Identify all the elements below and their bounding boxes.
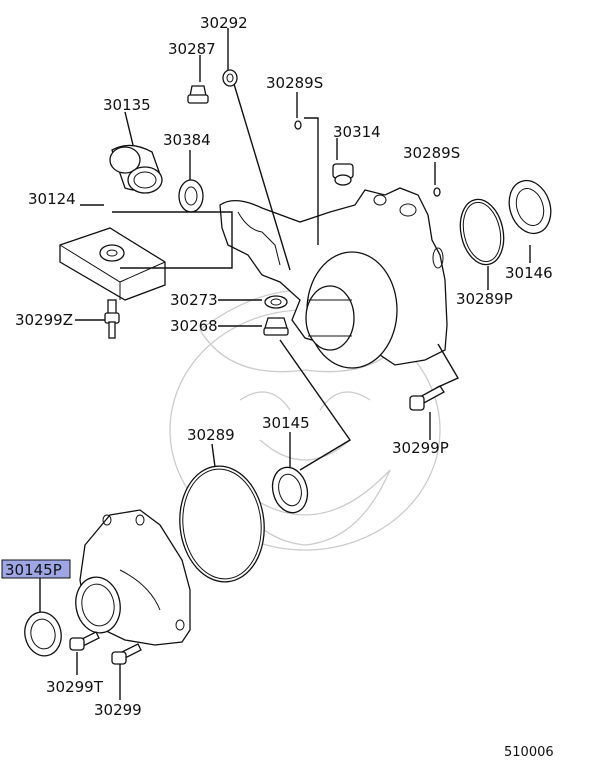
label-30287: 30287 [168, 40, 216, 58]
label-30299z: 30299Z [15, 311, 73, 329]
part-30135-sleeve [109, 144, 163, 194]
label-30384: 30384 [163, 131, 211, 149]
pump-housing [219, 163, 448, 369]
part-30287-plug [187, 85, 209, 104]
label-30299p: 30299P [392, 439, 449, 457]
label-30289s-right: 30289S [403, 144, 460, 162]
part-30299-bolt [111, 643, 142, 665]
label-30299: 30299 [94, 701, 142, 719]
part-30124-bracket [59, 227, 166, 301]
highlight-box-30145p [1, 559, 71, 579]
label-30145: 30145 [262, 414, 310, 432]
part-30145p-seal [24, 611, 62, 657]
label-30289s-top: 30289S [266, 74, 323, 92]
part-30289p-oring [459, 198, 505, 266]
leader-lines [39, 28, 531, 700]
part-30146-seal [508, 179, 552, 235]
part-30268-plug [263, 317, 289, 336]
label-30124: 30124 [28, 190, 76, 208]
label-30292: 30292 [200, 14, 248, 32]
label-30273: 30273 [170, 291, 218, 309]
label-30314: 30314 [333, 123, 381, 141]
label-30145p[interactable]: 30145P [5, 561, 62, 579]
part-30299p-bolt [409, 385, 445, 411]
label-30146: 30146 [505, 264, 553, 282]
part-30384-seal [178, 179, 204, 213]
label-30268: 30268 [170, 317, 218, 335]
part-30273-washer [264, 295, 288, 309]
part-30299z-bolt [104, 299, 120, 339]
part-30289-large-oring [179, 465, 265, 583]
label-30299t: 30299T [46, 678, 104, 696]
cover-housing [75, 509, 191, 646]
label-30135: 30135 [103, 96, 151, 114]
figure-number: 510006 [504, 745, 554, 760]
part-30145-seal [271, 466, 309, 514]
label-30289: 30289 [187, 426, 235, 444]
part-30289s-oring-b [433, 187, 441, 197]
part-30292-washer [222, 69, 238, 87]
part-30289s-oring-a [294, 120, 302, 130]
part-30299t-bolt [69, 631, 100, 651]
part-labels: 30292 30287 30289S 30135 30314 30384 302… [1, 14, 554, 760]
label-30289p: 30289P [456, 290, 513, 308]
